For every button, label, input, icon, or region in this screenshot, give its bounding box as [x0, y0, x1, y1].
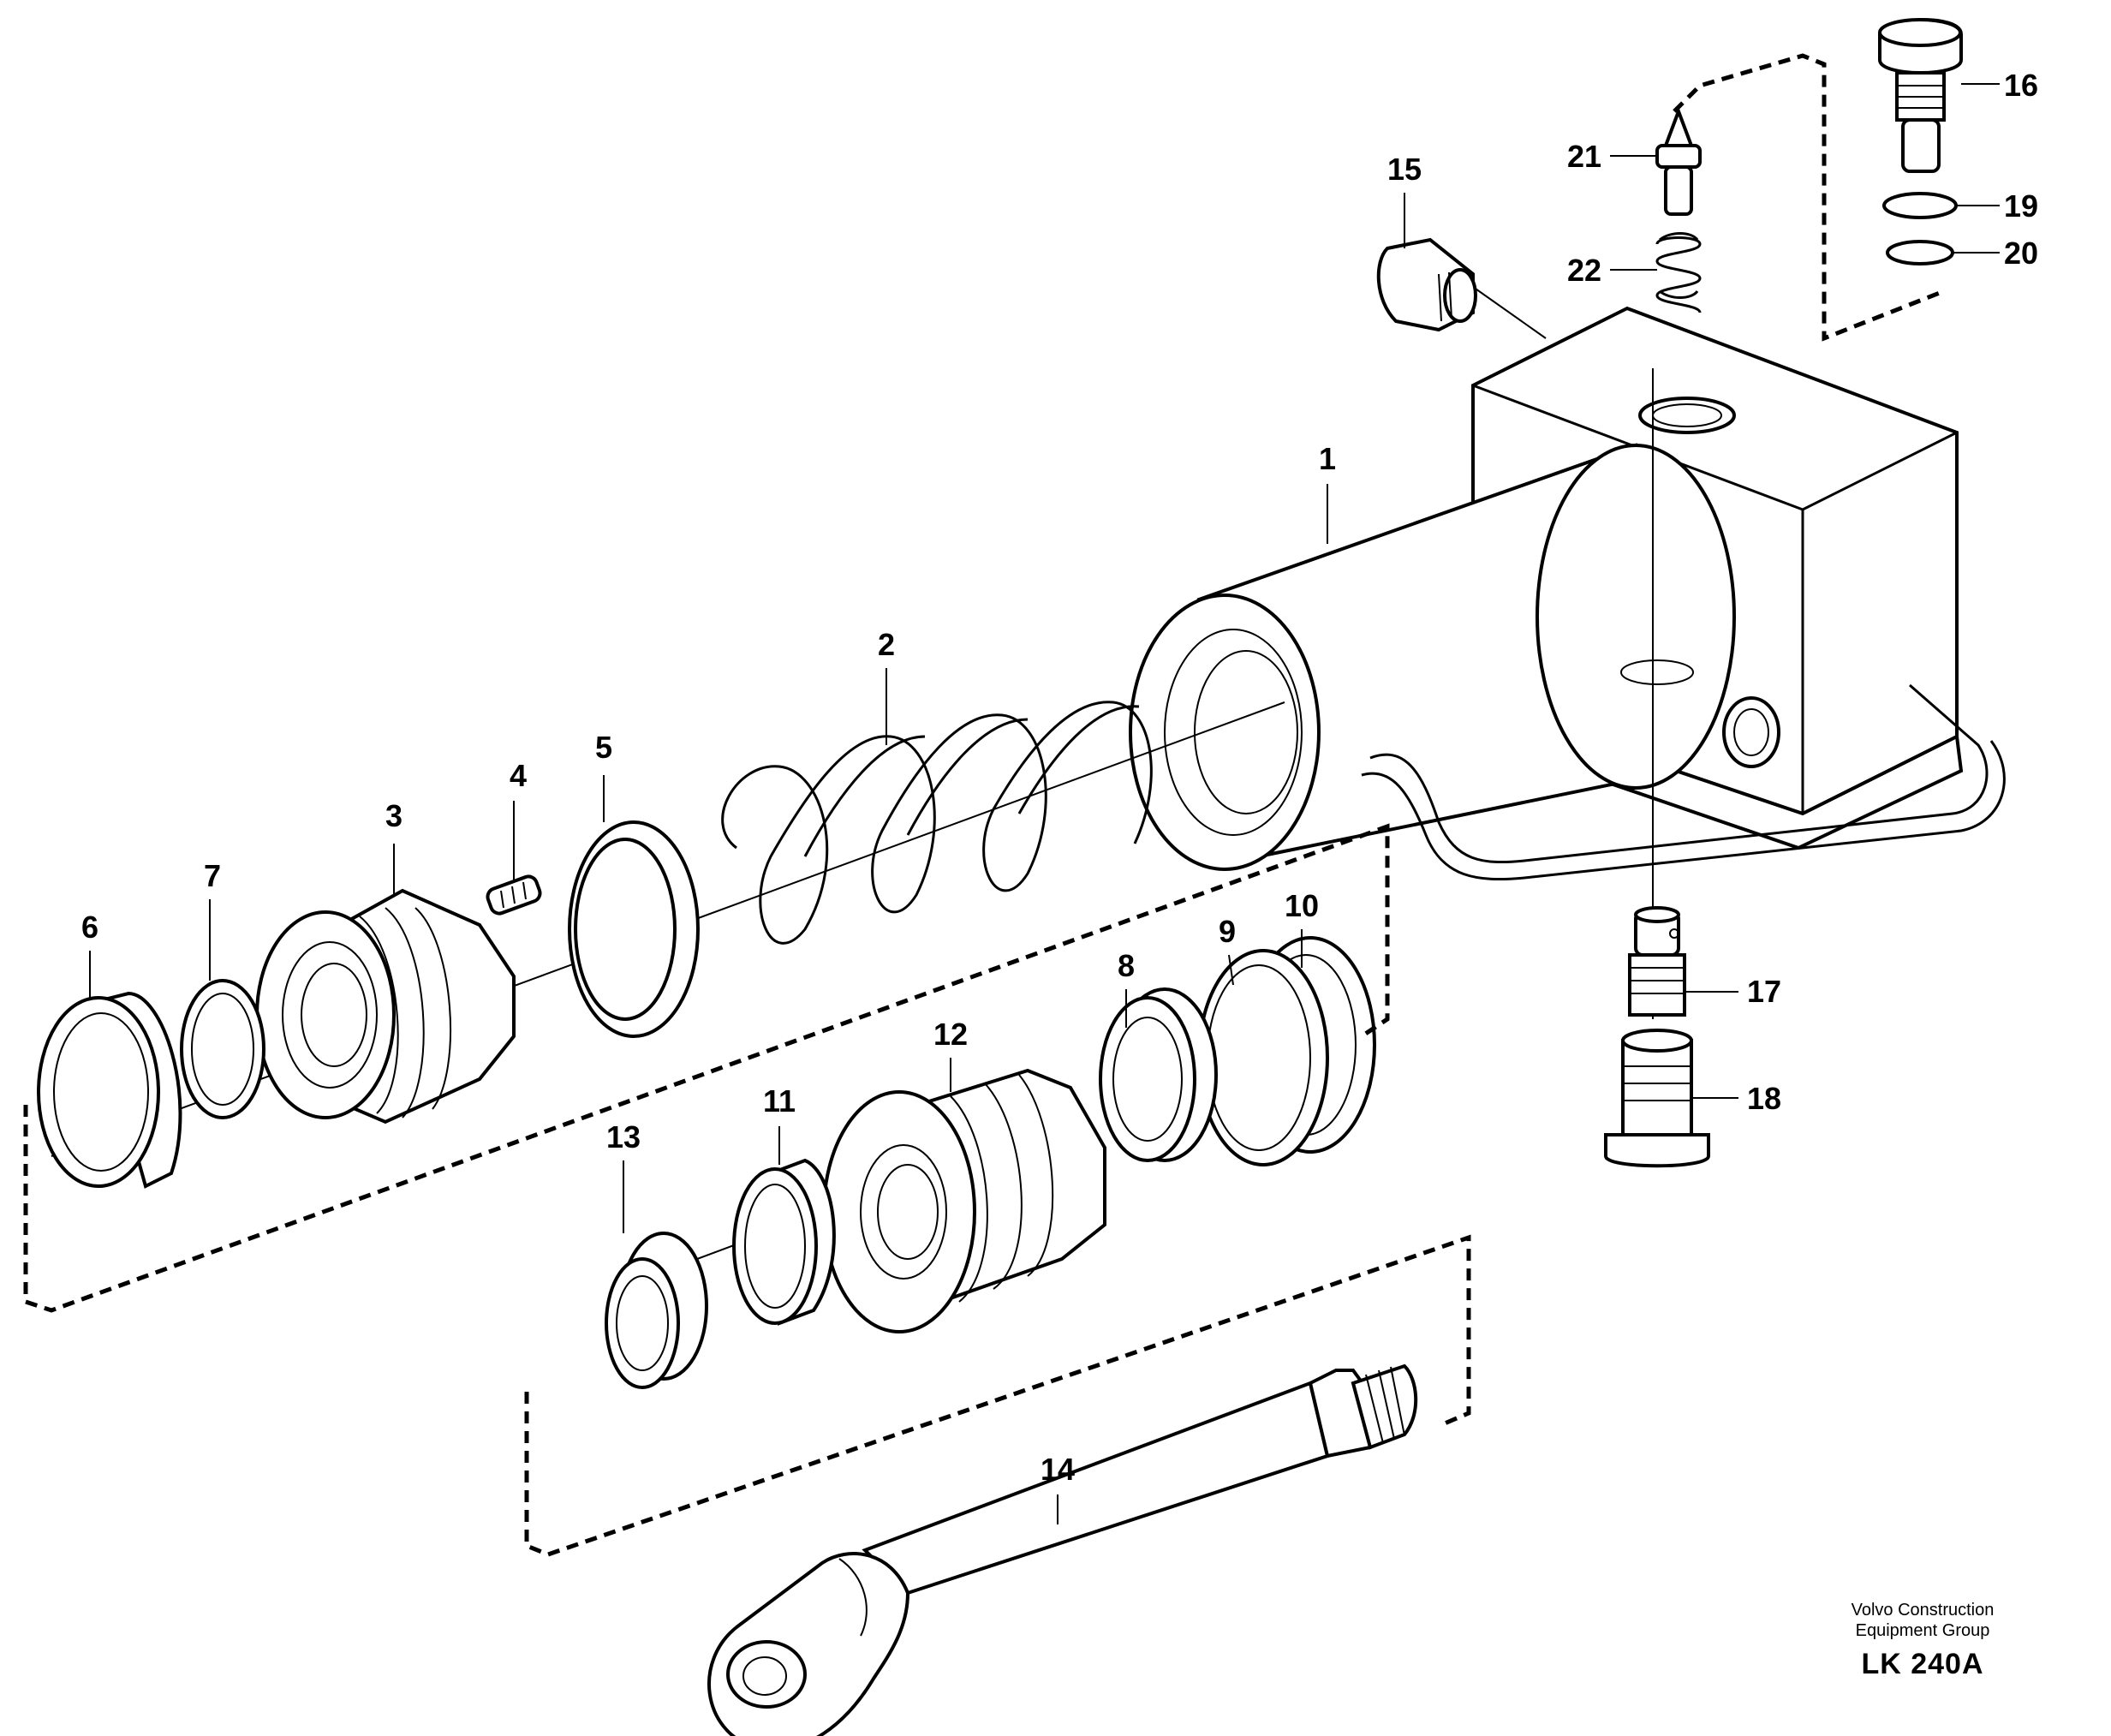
leader-lines — [89, 83, 2000, 1524]
piston-12 — [822, 1068, 1106, 1333]
bushing-11 — [732, 1158, 836, 1326]
callout-15: 15 — [1387, 152, 1422, 187]
seal-13 — [605, 1232, 708, 1389]
valve-pin-21 — [1655, 106, 1702, 216]
o-ring-19 — [1882, 192, 1958, 219]
callout-labels: 1 2 3 4 5 6 7 8 9 10 11 12 13 14 15 16 1… — [81, 68, 2038, 1487]
valve-spring-22 — [1655, 232, 1702, 313]
callout-4: 4 — [510, 758, 527, 793]
spring — [721, 701, 1153, 945]
callout-3: 3 — [385, 798, 403, 833]
callout-1: 1 — [1319, 441, 1336, 476]
callout-16: 16 — [2004, 68, 2038, 103]
callout-8: 8 — [1118, 948, 1135, 983]
plug-15 — [1376, 237, 1477, 332]
ring-7 — [180, 979, 265, 1119]
callout-20: 20 — [2004, 236, 2038, 271]
callout-17: 17 — [1747, 974, 1781, 1009]
drawing-code: LK 240A — [1861, 1648, 1984, 1680]
seal-ring-9 — [1197, 949, 1329, 1166]
sleeve-6 — [37, 991, 182, 1189]
callout-12: 12 — [933, 1017, 968, 1052]
callout-10: 10 — [1285, 888, 1319, 923]
plug-18 — [1604, 1029, 1710, 1168]
callout-9: 9 — [1219, 914, 1236, 949]
piston-rod — [707, 1363, 1418, 1736]
set-screw — [486, 874, 542, 916]
callout-19: 19 — [2004, 188, 2038, 224]
ring-8 — [1099, 987, 1218, 1162]
callout-11: 11 — [763, 1083, 796, 1119]
o-ring-20 — [1886, 240, 1954, 265]
ring-5 — [568, 820, 700, 1038]
callout-22: 22 — [1567, 253, 1601, 288]
callout-13: 13 — [606, 1119, 641, 1154]
drawing-footer: Volvo Construction Equipment Group LK 24… — [1794, 1600, 2051, 1681]
valve-insert-17 — [1628, 906, 1686, 1017]
plug-16 — [1878, 18, 1963, 173]
company-name-line-2: Equipment Group — [1855, 1621, 1990, 1640]
piston-3 — [255, 888, 516, 1125]
callout-6: 6 — [81, 910, 98, 945]
callout-2: 2 — [878, 627, 895, 662]
company-name-line-1: Volvo Construction — [1851, 1601, 1995, 1620]
callout-5: 5 — [595, 730, 612, 765]
callout-21: 21 — [1567, 139, 1601, 174]
callout-14: 14 — [1041, 1452, 1075, 1487]
dashed-connectors — [23, 53, 1945, 1557]
callout-7: 7 — [204, 858, 221, 893]
callout-18: 18 — [1747, 1081, 1781, 1116]
valve-housing — [1129, 306, 2006, 880]
